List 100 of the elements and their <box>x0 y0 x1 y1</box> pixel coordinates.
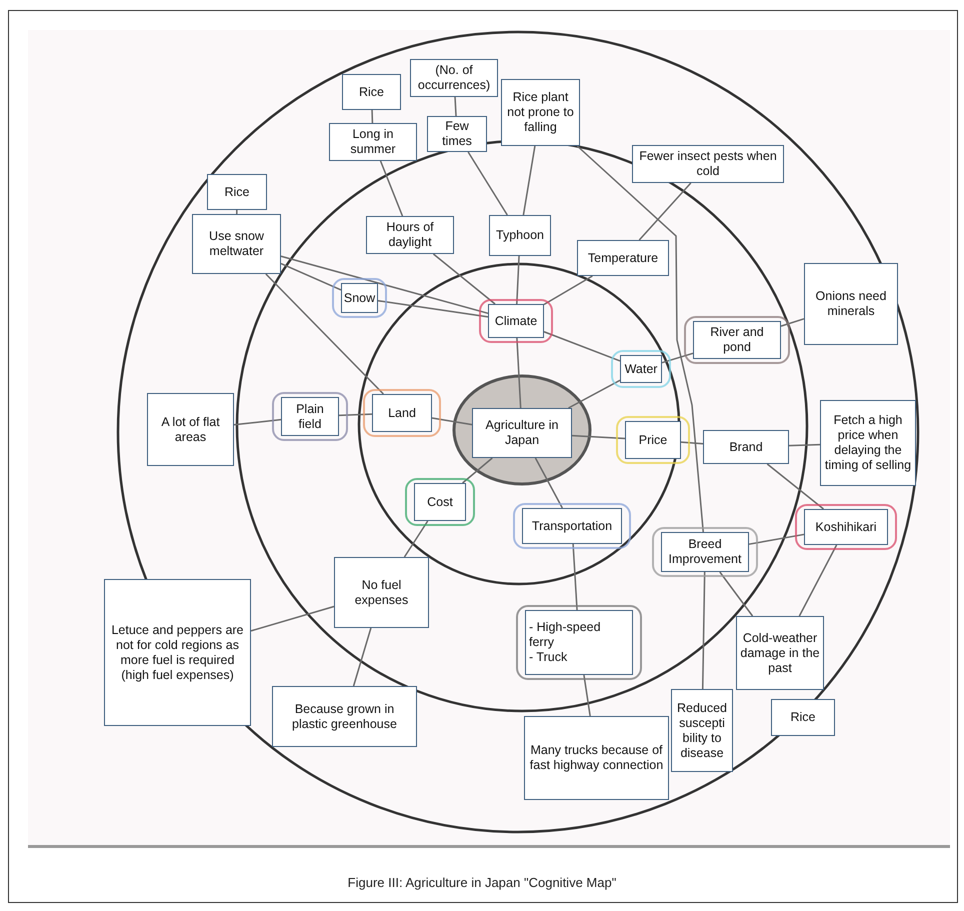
connector-line <box>265 273 384 395</box>
concept-box <box>632 145 784 183</box>
concept-box <box>341 283 378 313</box>
concept-box <box>661 532 749 572</box>
concept-box <box>693 321 781 359</box>
concept-box <box>147 393 234 466</box>
connector-line <box>544 275 593 306</box>
concept-box <box>207 174 267 210</box>
concept-label: Hours of daylight <box>385 220 435 250</box>
concept-box <box>366 216 454 254</box>
concept-box <box>501 79 580 146</box>
connector-line <box>371 110 374 124</box>
concept-box <box>104 579 251 726</box>
concept-label: Few times <box>441 119 473 149</box>
connector-line <box>468 152 508 216</box>
connector-line <box>352 628 372 686</box>
connector-line <box>544 331 620 362</box>
connector-line <box>516 338 522 408</box>
connector-line <box>378 300 488 318</box>
connector-line <box>572 544 578 610</box>
concept-box <box>524 716 669 800</box>
concept-label: Koshihikari <box>815 520 877 534</box>
concept-label: Fewer insect pests when cold <box>638 149 778 179</box>
concept-label: A lot of flat areas <box>160 414 221 444</box>
concept-box <box>671 689 733 772</box>
connector-line <box>280 256 488 314</box>
concept-box <box>192 214 281 274</box>
concept-label: Plain field <box>295 402 325 432</box>
connector-line <box>522 146 536 216</box>
concept-box <box>334 557 429 628</box>
concept-box <box>427 116 487 152</box>
concept-label: River and pond <box>709 325 765 355</box>
connector-line <box>534 458 563 508</box>
concept-label: - High-speed ferry <box>529 620 602 650</box>
connector-line <box>516 256 520 304</box>
connector-line <box>788 444 820 446</box>
concept-box <box>771 699 835 736</box>
concept-label: Cold-weather damage in the past <box>740 630 820 676</box>
concept-box <box>804 509 888 545</box>
connector-line <box>780 318 804 327</box>
connector-line <box>462 457 493 484</box>
concept-label: Rice <box>790 710 816 725</box>
connector-line <box>236 210 238 214</box>
connector-line <box>432 253 496 305</box>
concept-label: Many trucks because of fast highway connection <box>528 743 664 773</box>
concept-label: Onions need minerals <box>814 289 888 319</box>
concept-box <box>522 508 622 544</box>
concept-box <box>272 686 417 747</box>
concept-label: Use snow meltwater <box>208 229 265 259</box>
connector-line <box>280 262 342 291</box>
connector-line <box>432 417 472 426</box>
concept-box <box>414 483 466 521</box>
concept-box <box>625 421 681 459</box>
concept-box <box>472 408 572 458</box>
concept-label: Rice <box>358 84 384 100</box>
connector-line <box>234 418 282 426</box>
concept-label: Letuce and peppers are not for cold regions as more fuel is required (high fuel expenses) <box>110 622 245 682</box>
concept-label: Breed Improvement <box>668 537 742 567</box>
connector-line <box>338 413 372 416</box>
concept-label: Long in summer <box>349 127 397 157</box>
connector-line <box>798 544 838 616</box>
connector-line <box>662 352 694 364</box>
connector-line <box>680 441 704 445</box>
concept-box <box>489 215 551 256</box>
concept-box <box>372 394 432 432</box>
concept-label: Because grown in plastic greenhouse <box>291 702 398 732</box>
concept-box <box>342 74 401 110</box>
concept-label: Snow <box>344 290 376 306</box>
connector-line <box>748 534 804 545</box>
concept-box <box>329 123 417 161</box>
concept-label: Climate <box>494 314 538 328</box>
concept-box <box>820 400 916 486</box>
concept-label: (No. of occurrences) <box>416 63 492 93</box>
concept-label: Land <box>388 406 416 420</box>
connector-line <box>250 606 334 632</box>
concept-label: Rice plant not prone to falling <box>506 90 575 135</box>
concept-label: Price <box>638 432 668 448</box>
figure-caption: Figure III: Agriculture in Japan "Cognitive Map" <box>346 875 618 890</box>
connector-line <box>576 145 704 532</box>
concept-label: Typhoon <box>496 228 544 243</box>
concept-box <box>410 59 498 97</box>
connector-line <box>568 380 620 409</box>
concept-label: - Truck <box>529 650 568 665</box>
concept-label: Rice <box>224 184 250 200</box>
concept-label: Water <box>624 362 658 376</box>
concept-label: No fuel expenses <box>354 578 410 608</box>
concept-box <box>488 304 544 338</box>
concept-label: Temperature <box>588 250 658 266</box>
concept-label: Brand <box>729 440 763 454</box>
connector-line <box>454 96 457 116</box>
connector-line <box>766 463 824 510</box>
concept-label: Transportation <box>532 518 612 534</box>
concept-box <box>736 616 824 690</box>
concept-box <box>703 430 789 464</box>
connector-line <box>572 434 626 440</box>
connector-line <box>702 572 706 690</box>
concept-label: Agriculture in Japan <box>484 418 560 448</box>
concept-box <box>804 263 898 345</box>
concept-label: Cost <box>427 494 453 510</box>
concept-box <box>525 610 633 675</box>
